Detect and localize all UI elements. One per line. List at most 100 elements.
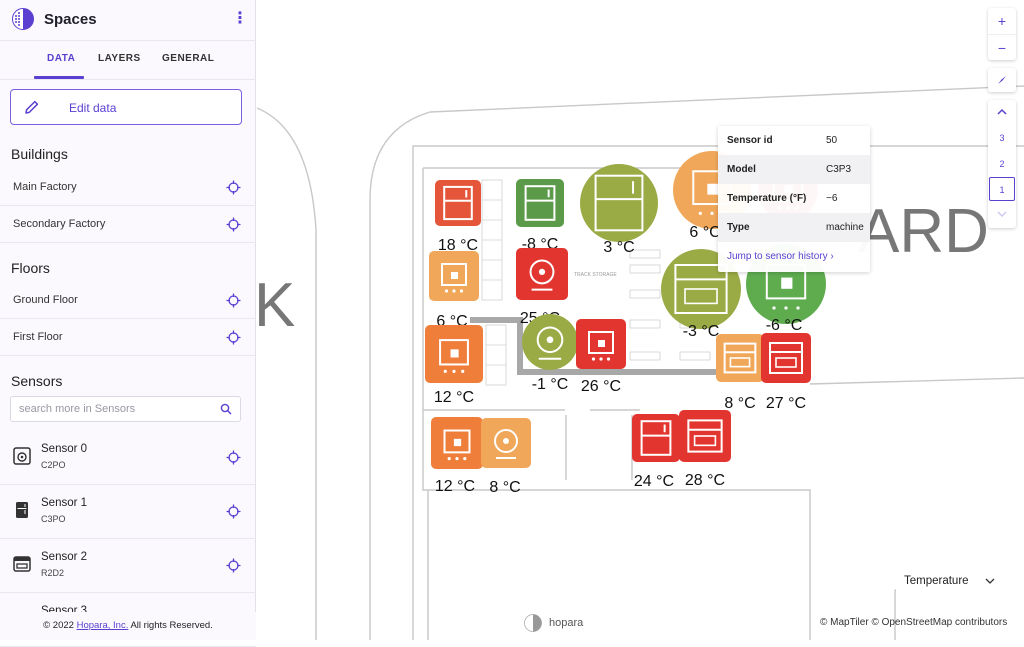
locate-icon[interactable]: [226, 293, 241, 308]
sensor-marker[interactable]: 28 °C: [679, 410, 731, 489]
building-item-label: Secondary Factory: [13, 218, 106, 230]
temperature-label: 26 °C: [581, 378, 621, 395]
pencil-icon: [25, 100, 39, 114]
temperature-label: 18 °C: [438, 237, 478, 254]
locate-icon[interactable]: [226, 450, 241, 465]
temperature-label: 28 °C: [685, 472, 725, 489]
chevron-right-icon: ›: [830, 251, 834, 262]
legend-select[interactable]: Temperature: [896, 568, 1024, 594]
sensor-marker[interactable]: -8 °C: [516, 179, 564, 253]
sensor-history-link[interactable]: Jump to sensor history ›: [727, 251, 834, 262]
floor-item-label: First Floor: [13, 331, 63, 343]
temperature-label: 6 °C: [689, 224, 720, 241]
fridge-icon: [594, 174, 644, 232]
more-options-icon[interactable]: ⋮: [232, 10, 248, 27]
map-canvas[interactable]: TRACK STORAGE ARD K 18 °C-8 °C3 °C6 °C18…: [257, 0, 1024, 640]
dryer-icon: [494, 429, 518, 459]
sensor-marker[interactable]: 27 °C: [761, 333, 811, 412]
sidebar: Spaces ⋮ DATA LAYERS GENERAL Edit data B…: [0, 0, 256, 647]
hopara-name: hopara: [549, 617, 584, 629]
zoom-in-button[interactable]: +: [997, 13, 1007, 29]
sensor-item[interactable]: Sensor 2 R2D2: [0, 539, 256, 593]
marker-badge[interactable]: [435, 180, 481, 226]
yard-label: ARD: [858, 197, 989, 266]
building-item-secondary-factory[interactable]: Secondary Factory: [0, 206, 256, 243]
sensor-item[interactable]: Sensor 1 C3PO: [0, 485, 256, 539]
tooltip-key: Type: [727, 222, 750, 233]
sensor-marker[interactable]: -1 °C: [522, 314, 578, 393]
sensor-marker[interactable]: 18 °C: [435, 180, 481, 254]
sensor-search-input[interactable]: [19, 401, 209, 417]
sensor-marker[interactable]: 3 °C: [580, 164, 658, 256]
floor-button-1[interactable]: 1: [989, 177, 1015, 201]
building-item-main-factory[interactable]: Main Factory: [0, 169, 256, 206]
oven-icon: [769, 342, 803, 374]
sensor-marker[interactable]: 24 °C: [632, 414, 680, 490]
temperature-label: -6 °C: [766, 317, 803, 334]
locate-icon[interactable]: [226, 558, 241, 573]
floor-item-first[interactable]: First Floor: [0, 319, 256, 356]
company-link[interactable]: Hopara, Inc.: [76, 620, 129, 631]
legend-select-value: Temperature: [904, 575, 969, 587]
chevron-down-icon[interactable]: [997, 210, 1007, 218]
sensor-marker[interactable]: 12 °C: [431, 417, 483, 495]
tab-general[interactable]: GENERAL: [162, 53, 215, 64]
app-title: Spaces: [44, 11, 97, 28]
edit-data-button[interactable]: Edit data: [10, 89, 242, 125]
hopara-watermark: hopara: [524, 614, 584, 632]
locate-icon[interactable]: [226, 180, 241, 195]
app-logo-icon: [12, 8, 34, 30]
shelving: [481, 179, 711, 386]
compass-icon[interactable]: [996, 74, 1008, 86]
oven-icon: [723, 342, 757, 374]
sensor-marker[interactable]: 26 °C: [576, 319, 626, 395]
tooltip-key: Temperature (°F): [727, 193, 807, 204]
floor-button-3[interactable]: 3: [999, 133, 1005, 143]
floors-heading: Floors: [11, 260, 50, 276]
sensor-marker[interactable]: 25 °C: [516, 248, 568, 327]
machine-icon: [439, 339, 469, 373]
footer-prefix: © 2022: [43, 620, 77, 631]
sensor-history-label: Jump to sensor history: [727, 251, 828, 262]
temperature-label: 27 °C: [766, 395, 806, 412]
active-tab-indicator: [34, 76, 84, 79]
sensor-marker[interactable]: 8 °C: [481, 418, 531, 496]
compass-control: [988, 68, 1016, 92]
tooltip-value: machine: [826, 222, 864, 233]
sensor-marker[interactable]: 8 °C: [716, 334, 764, 412]
temperature-label: -3 °C: [683, 323, 720, 340]
temperature-label: 12 °C: [435, 478, 475, 495]
footer: © 2022 Hopara, Inc. All rights Reserved.: [0, 612, 256, 640]
tab-data[interactable]: DATA: [47, 53, 76, 64]
tooltip-row: Temperature (°F) −6: [718, 184, 870, 213]
sensor-model: C2PO: [41, 460, 66, 470]
temperature-label: 24 °C: [634, 473, 674, 490]
tab-layers[interactable]: LAYERS: [98, 53, 141, 64]
tooltip-key: Model: [727, 164, 756, 175]
dryer-icon: [529, 259, 555, 291]
oven-icon: [674, 264, 728, 314]
chevron-up-icon[interactable]: [997, 108, 1007, 116]
marker-badge[interactable]: [516, 179, 564, 227]
zoom-out-button[interactable]: −: [988, 34, 1016, 61]
locate-icon[interactable]: [226, 217, 241, 232]
floor-item-ground[interactable]: Ground Floor: [0, 282, 256, 319]
tooltip-value: 50: [826, 135, 838, 146]
floor-map[interactable]: TRACK STORAGE ARD K 18 °C-8 °C3 °C6 °C18…: [257, 0, 1024, 640]
floor-button-2[interactable]: 2: [999, 159, 1005, 169]
search-icon[interactable]: [220, 403, 232, 415]
machine-icon: [441, 263, 467, 293]
sensor-name: Sensor 0: [41, 443, 88, 455]
locate-icon[interactable]: [226, 504, 241, 519]
temperature-label: 3 °C: [603, 239, 634, 256]
sensor-name: Sensor 2: [41, 551, 88, 563]
marker-badge[interactable]: [580, 164, 658, 242]
marker-badge[interactable]: [632, 414, 680, 462]
chevron-down-icon: [985, 578, 995, 584]
locate-icon[interactable]: [226, 330, 241, 345]
floor-selector: 3 2 1: [988, 100, 1016, 228]
oven-icon: [13, 556, 31, 572]
sensor-marker[interactable]: 12 °C: [425, 325, 483, 406]
sensor-item[interactable]: Sensor 0 C2PO: [0, 431, 256, 485]
fridge-icon: [16, 502, 28, 518]
